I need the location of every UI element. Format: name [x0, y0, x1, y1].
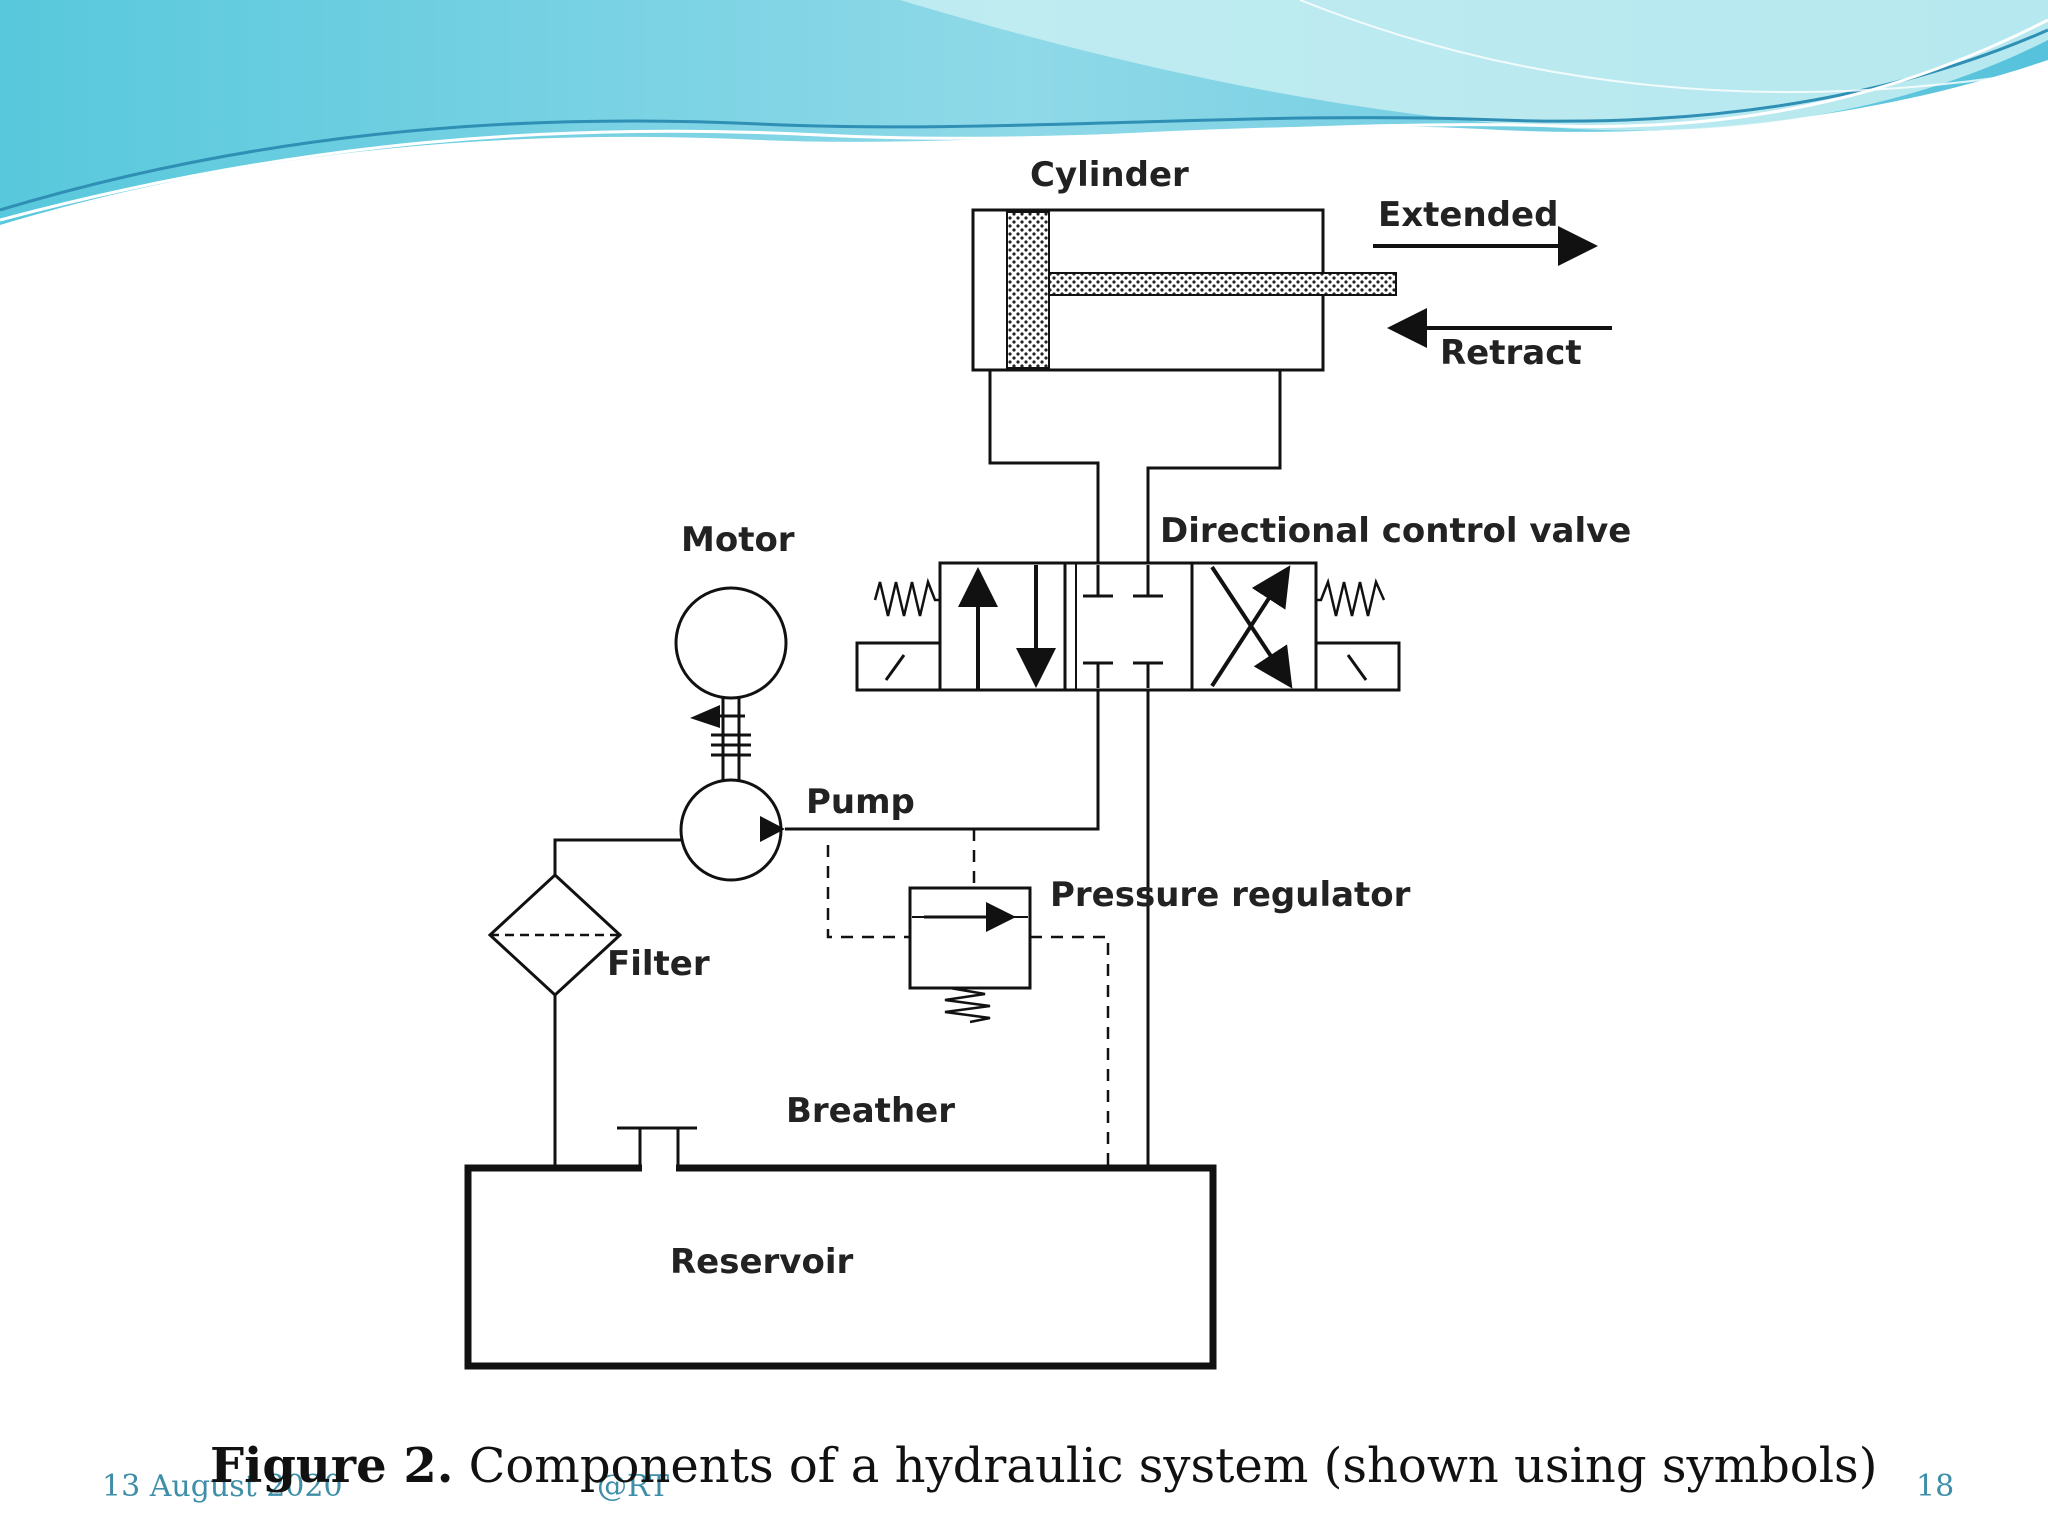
motor-label: Motor — [681, 520, 795, 560]
pump-label: Pump — [806, 782, 915, 822]
figure-caption: Figure 2. Components of a hydraulic syst… — [210, 1438, 1877, 1494]
reservoir — [464, 1164, 1217, 1370]
pressure-line — [785, 690, 1100, 831]
retract-label: Retract — [1440, 333, 1582, 373]
cylinder-label: Cylinder — [1030, 155, 1189, 195]
directional-control-valve — [855, 561, 1401, 692]
filter — [487, 872, 623, 998]
pump-arrowhead — [760, 816, 785, 842]
breather — [617, 1126, 697, 1170]
figure-caption-text: Components of a hydraulic system (shown … — [453, 1438, 1877, 1494]
pilot-lines — [826, 829, 1110, 1168]
extended-label: Extended — [1378, 195, 1558, 235]
pressure-regulator — [908, 886, 1032, 1024]
motor — [674, 586, 788, 700]
reservoir-label: Reservoir — [670, 1242, 853, 1282]
cylinder — [971, 208, 1397, 372]
suction-line — [553, 838, 681, 875]
header-wave — [0, 0, 2048, 225]
pressure-regulator-label: Pressure regulator — [1050, 875, 1411, 915]
breather-opening — [642, 1160, 676, 1174]
cylinder-rod — [1048, 272, 1397, 296]
breather-label: Breather — [786, 1091, 955, 1131]
figure-caption-prefix: Figure 2. — [210, 1438, 453, 1494]
filter-label: Filter — [607, 944, 710, 984]
directional-control-valve-label: Directional control valve — [1160, 511, 1631, 551]
page-number: 18 — [1916, 1469, 1954, 1504]
shaft-coupling — [690, 698, 751, 785]
cylinder-piston — [1006, 211, 1050, 369]
footer-date: 13 August 2020 — [102, 1469, 343, 1504]
cylinder-lines — [988, 370, 1282, 563]
footer-author: @RT — [597, 1469, 669, 1504]
